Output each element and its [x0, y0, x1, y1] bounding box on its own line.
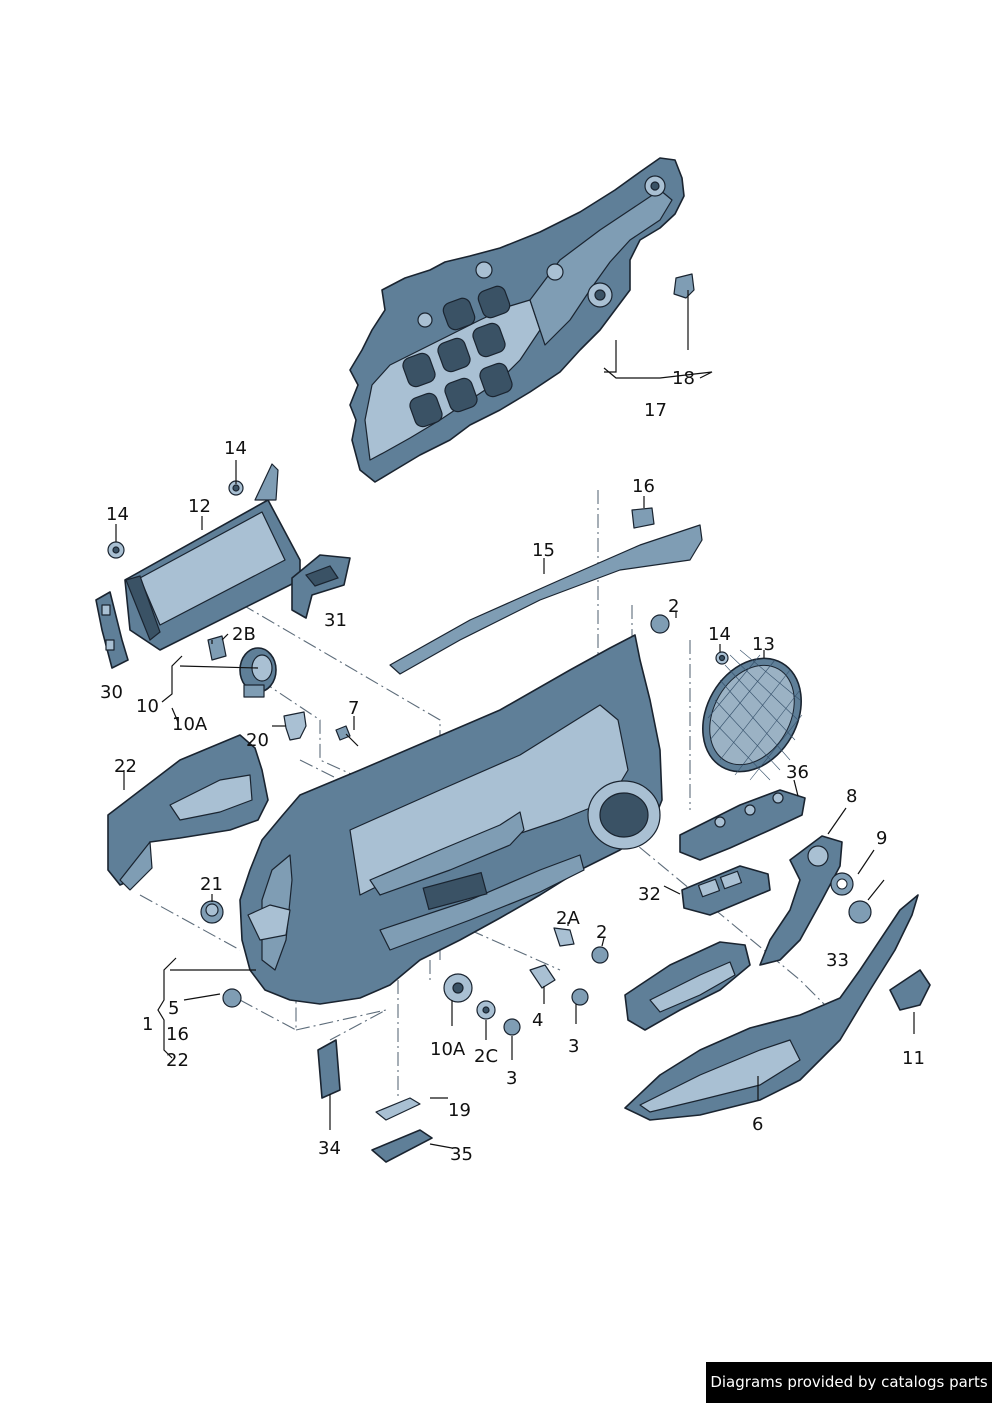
switch-bracket: [679, 789, 806, 861]
knob-part-33: [848, 879, 885, 924]
label-9: 9: [876, 828, 887, 849]
armrest: [624, 894, 919, 1121]
label-2B: 2B: [232, 624, 256, 645]
speaker-grille: [702, 649, 803, 781]
label-6: 6: [752, 1114, 763, 1135]
label-11: 11: [902, 1048, 925, 1069]
label-10: 10: [136, 696, 159, 717]
label-18: 18: [672, 368, 695, 389]
label-3-right: 3: [568, 1036, 579, 1057]
label-2-bottom: 2: [596, 922, 607, 943]
label-33: 33: [826, 950, 849, 971]
handle-housing: [124, 463, 301, 651]
grommets-part-14: [107, 480, 729, 665]
label-22-top: 22: [114, 756, 137, 777]
clip-part-18: [673, 273, 695, 299]
label-20: 20: [246, 730, 269, 751]
speaker-part-10: [239, 647, 277, 698]
label-14-top: 14: [224, 438, 247, 459]
lamp-part-34: [317, 1039, 341, 1099]
label-36: 36: [786, 762, 809, 783]
label-2-top: 2: [668, 596, 679, 617]
housing-part-35: [371, 1129, 433, 1163]
label-13: 13: [752, 634, 775, 655]
label-35: 35: [450, 1144, 473, 1165]
label-31: 31: [324, 610, 347, 631]
plug-part-21: [200, 900, 224, 924]
label-14-right: 14: [708, 624, 731, 645]
screw-part-7: [335, 725, 359, 747]
credit-banner: Diagrams provided by catalogs parts: [706, 1362, 992, 1403]
label-1: 1: [142, 1014, 153, 1035]
clip-part-2b: [207, 635, 227, 661]
label-10A-left: 10A: [172, 714, 208, 735]
switch-bezel: [759, 835, 843, 966]
label-32: 32: [638, 884, 661, 905]
fasteners-lower: [222, 614, 670, 1036]
label-2C: 2C: [474, 1046, 498, 1067]
label-5: 5: [168, 998, 179, 1019]
cap-part-11: [889, 969, 931, 1011]
label-12: 12: [188, 496, 211, 517]
lens-part-19: [375, 1097, 421, 1121]
window-switch: [681, 865, 771, 916]
pull-cup: [291, 554, 351, 619]
latch-actuator: [95, 591, 129, 669]
label-4: 4: [532, 1010, 543, 1031]
label-16-top: 16: [632, 476, 655, 497]
armrest-carrier: [624, 941, 751, 1031]
label-17: 17: [644, 400, 667, 421]
main-door-trim: [239, 634, 663, 1005]
leader-lines: [115, 290, 915, 1149]
ring-part-9: [830, 872, 854, 896]
label-7: 7: [348, 698, 359, 719]
label-8: 8: [846, 786, 857, 807]
label-21: 21: [200, 874, 223, 895]
label-10A-bottom: 10A: [430, 1039, 466, 1060]
window-strip: [389, 524, 703, 675]
label-3-bottom: 3: [506, 1068, 517, 1089]
label-14-left: 14: [106, 504, 129, 525]
lower-trim-panel: [107, 734, 269, 891]
plug-part-20: [283, 711, 307, 741]
door-inner-panel: [349, 157, 685, 483]
callout-labels: 18 17 14 14 12 16 15 31 2 14 13 2B 30 10…: [100, 368, 925, 1165]
label-22-bottom: 22: [166, 1050, 189, 1071]
label-30: 30: [100, 682, 123, 703]
label-2A: 2A: [556, 908, 580, 929]
label-16-bottom: 16: [166, 1024, 189, 1045]
clip-part-16: [631, 507, 655, 529]
label-15: 15: [532, 540, 555, 561]
label-19: 19: [448, 1100, 471, 1121]
label-34: 34: [318, 1138, 341, 1159]
